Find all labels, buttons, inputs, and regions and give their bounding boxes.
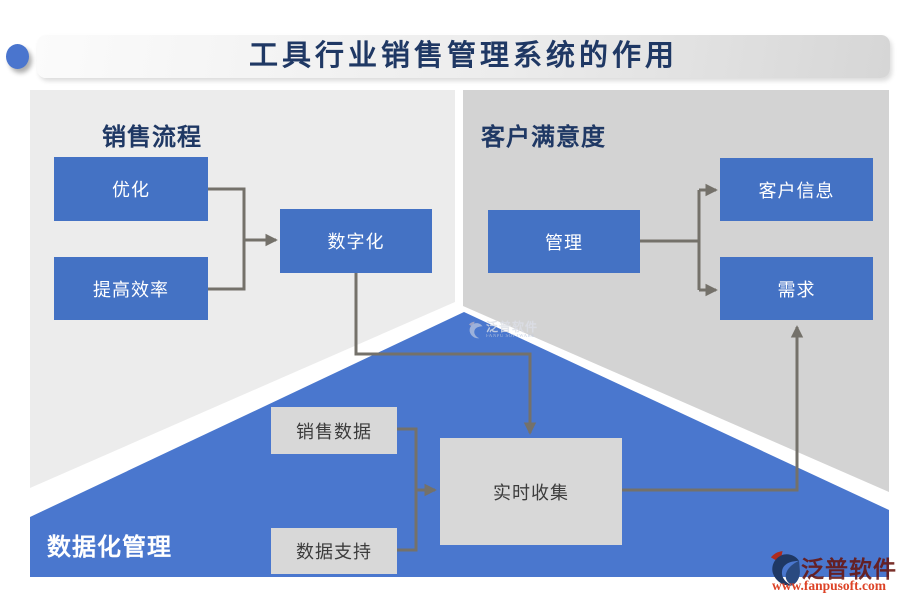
customer-info-box: 客户信息: [720, 158, 873, 221]
management-box: 管理: [488, 210, 640, 273]
optimize-box: 优化: [54, 157, 208, 221]
customer-satisfaction-heading: 客户满意度: [481, 125, 606, 151]
sales-process-heading: 销售流程: [102, 125, 202, 151]
connector-digitalization-to-realtime: [354, 273, 537, 435]
center-watermark-brand: 泛普软件: [486, 320, 539, 334]
title-bullet-ellipse: [6, 44, 29, 69]
corner-watermark-url: www.fanpusoft.com: [772, 578, 887, 593]
page-title: 工具行业销售管理系统的作用: [248, 40, 678, 72]
corner-watermark-brand: 泛普软件: [801, 557, 897, 582]
connector-realtime-to-demand: [622, 325, 804, 492]
title-bar: 工具行业销售管理系统的作用: [37, 35, 890, 78]
center-watermark-caption: FANPU SOFTWARE: [486, 334, 535, 339]
realtime-collection-box: 实时收集: [440, 438, 622, 545]
demand-box: 需求: [720, 257, 873, 320]
digitalization-box: 数字化: [280, 209, 432, 273]
efficiency-box: 提高效率: [54, 257, 208, 320]
fanpu-logo-icon: [770, 551, 800, 586]
center-watermark: 泛普软件 FANPU SOFTWARE: [468, 321, 547, 340]
sales-data-box: 销售数据: [271, 407, 397, 454]
data-management-heading: 数据化管理: [47, 535, 172, 561]
fanpu-logo-icon: [468, 321, 483, 339]
data-support-box: 数据支持: [271, 528, 397, 574]
